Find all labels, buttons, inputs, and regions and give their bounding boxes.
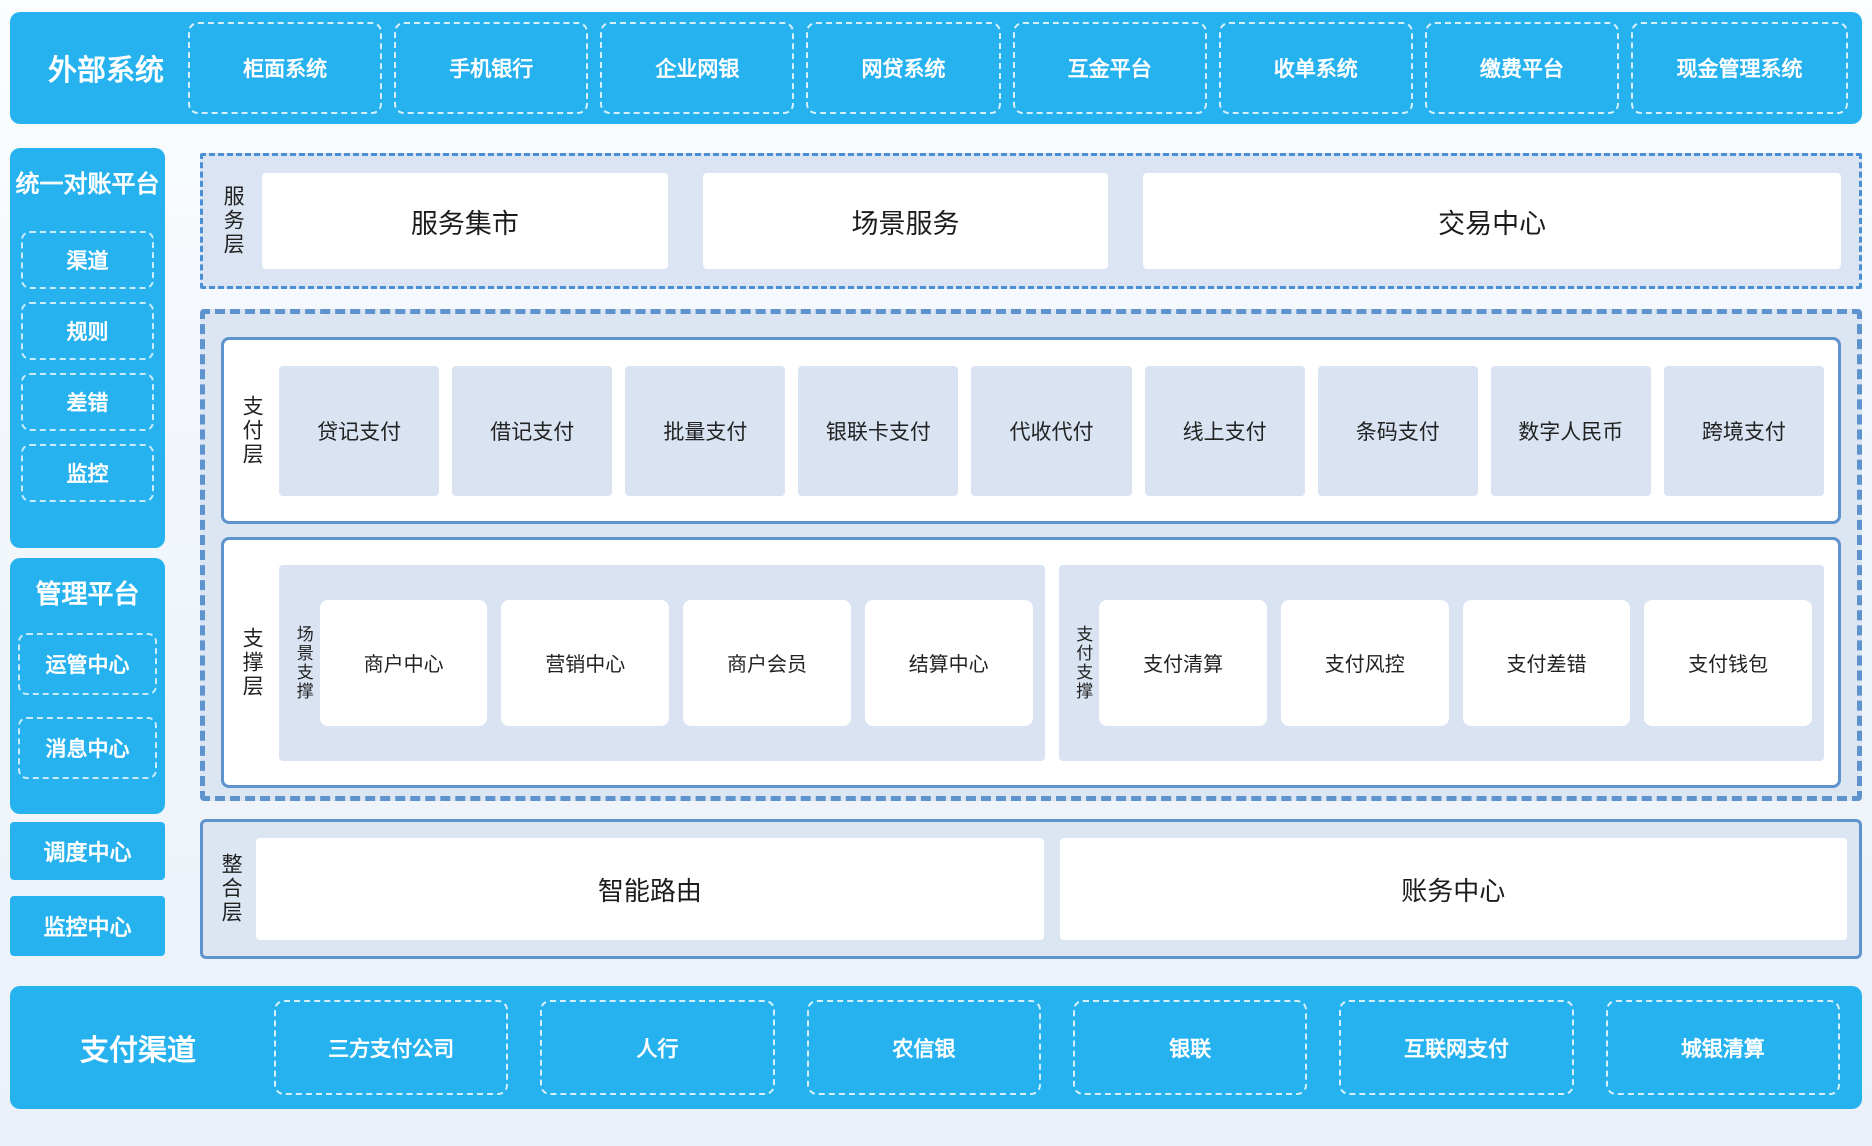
external-system-item: 互金平台 <box>1012 22 1207 114</box>
management-platform-box: 管理平台 运管中心 消息中心 <box>10 558 165 814</box>
external-system-item: 现金管理系统 <box>1631 22 1848 114</box>
payment-support-panel: 支付支撑 支付清算 支付风控 支付差错 支付钱包 <box>1058 564 1824 761</box>
payment-item: 跨境支付 <box>1663 365 1824 496</box>
reconciliation-item: 监控 <box>21 444 154 502</box>
scene-support-item: 商户会员 <box>683 599 851 726</box>
payment-channel-item: 农信银 <box>806 1000 1041 1095</box>
external-systems-items: 柜面系统 手机银行 企业网银 网贷系统 互金平台 收单系统 缴费平台 现金管理系… <box>188 12 1862 124</box>
payment-item: 借记支付 <box>452 365 613 496</box>
payment-support-item: 支付清算 <box>1099 599 1267 726</box>
management-platform-title: 管理平台 <box>35 579 140 609</box>
scene-support-panel: 场景支撑 商户中心 营销中心 商户会员 结算中心 <box>279 564 1045 761</box>
payment-layer-box: 支付层 贷记支付 借记支付 批量支付 银联卡支付 代收代付 线上支付 条码支付 … <box>221 337 1841 524</box>
payment-channel-item: 互联网支付 <box>1339 1000 1574 1095</box>
reconciliation-item: 差错 <box>21 373 154 431</box>
external-system-item: 柜面系统 <box>188 22 383 114</box>
payment-channels-items: 三方支付公司 人行 农信银 银联 互联网支付 城银清算 <box>274 986 1862 1109</box>
scene-support-item: 营销中心 <box>501 599 670 726</box>
main-column: 服务层 服务集市 场景服务 交易中心 支付层 贷记支付 借记支付 批量支付 银联… <box>200 148 1862 959</box>
payment-channels-band: 支付渠道 三方支付公司 人行 农信银 银联 互联网支付 城银清算 <box>10 986 1862 1109</box>
external-system-item: 手机银行 <box>394 22 589 114</box>
payment-layer-label: 支付层 <box>240 394 264 467</box>
left-sidebar: 统一对账平台 渠道 规则 差错 监控 管理平台 运管中心 消息中心 调度中心 监… <box>10 148 165 959</box>
payment-support-items: 支付清算 支付风控 支付差错 支付钱包 <box>1099 599 1812 726</box>
payment-item: 批量支付 <box>625 365 786 496</box>
payment-support-item: 支付钱包 <box>1644 599 1812 726</box>
payment-channel-item: 人行 <box>540 1000 775 1095</box>
core-dashed-container: 支付层 贷记支付 借记支付 批量支付 银联卡支付 代收代付 线上支付 条码支付 … <box>200 309 1862 801</box>
monitoring-center-box: 监控中心 <box>10 896 165 956</box>
integration-layer-items: 智能路由 账务中心 <box>256 838 1847 940</box>
payment-item: 代收代付 <box>971 365 1132 496</box>
external-system-item: 缴费平台 <box>1424 22 1619 114</box>
integration-layer-label: 整合层 <box>219 853 243 925</box>
payment-item: 贷记支付 <box>279 365 440 496</box>
service-item: 交易中心 <box>1143 173 1842 269</box>
integration-item: 账务中心 <box>1059 838 1847 940</box>
external-system-item: 网贷系统 <box>806 22 1001 114</box>
payment-item: 数字人民币 <box>1490 365 1651 496</box>
payment-channel-item: 城银清算 <box>1605 1000 1840 1095</box>
scene-support-item: 结算中心 <box>864 599 1033 726</box>
middle-zone: 统一对账平台 渠道 规则 差错 监控 管理平台 运管中心 消息中心 调度中心 监… <box>10 148 1862 959</box>
service-layer-items: 服务集市 场景服务 交易中心 <box>262 173 1842 269</box>
external-system-item: 企业网银 <box>600 22 795 114</box>
scene-support-label: 场景支撑 <box>293 624 313 701</box>
payment-layer-items: 贷记支付 借记支付 批量支付 银联卡支付 代收代付 线上支付 条码支付 数字人民… <box>279 365 1824 496</box>
support-layer-box: 支撑层 场景支撑 商户中心 营销中心 商户会员 结算中心 <box>221 537 1841 788</box>
scheduling-center-box: 调度中心 <box>10 822 165 880</box>
management-item: 消息中心 <box>18 717 157 779</box>
reconciliation-platform-title: 统一对账平台 <box>15 171 160 198</box>
service-layer-label: 服务层 <box>221 185 245 257</box>
integration-layer-section: 整合层 智能路由 账务中心 <box>200 819 1862 959</box>
reconciliation-item: 规则 <box>21 302 154 360</box>
payment-item: 线上支付 <box>1144 365 1305 496</box>
payment-channels-title: 支付渠道 <box>80 1034 197 1067</box>
payment-channel-item: 银联 <box>1073 1000 1308 1095</box>
external-system-item: 收单系统 <box>1218 22 1413 114</box>
payment-item: 条码支付 <box>1317 365 1478 496</box>
reconciliation-item: 渠道 <box>21 231 154 289</box>
service-layer-section: 服务层 服务集市 场景服务 交易中心 <box>200 153 1862 289</box>
reconciliation-platform-box: 统一对账平台 渠道 规则 差错 监控 <box>10 148 165 548</box>
payment-item: 银联卡支付 <box>798 365 959 496</box>
integration-item: 智能路由 <box>256 838 1044 940</box>
scene-support-items: 商户中心 营销中心 商户会员 结算中心 <box>319 599 1033 726</box>
payment-support-item: 支付风控 <box>1280 599 1449 726</box>
management-item: 运管中心 <box>18 633 157 695</box>
external-systems-band: 外部系统 柜面系统 手机银行 企业网银 网贷系统 互金平台 收单系统 缴费平台 … <box>10 12 1862 124</box>
service-item: 场景服务 <box>702 173 1109 269</box>
payment-support-label: 支付支撑 <box>1073 624 1093 701</box>
payment-channel-item: 三方支付公司 <box>274 1000 509 1095</box>
support-layer-panels: 场景支撑 商户中心 营销中心 商户会员 结算中心 支付支撑 支付清算 <box>279 564 1824 761</box>
payment-support-item: 支付差错 <box>1462 599 1631 726</box>
service-item: 服务集市 <box>262 173 668 269</box>
external-systems-title: 外部系统 <box>48 55 165 87</box>
support-layer-label: 支撑层 <box>240 626 264 699</box>
scene-support-item: 商户中心 <box>319 599 488 726</box>
